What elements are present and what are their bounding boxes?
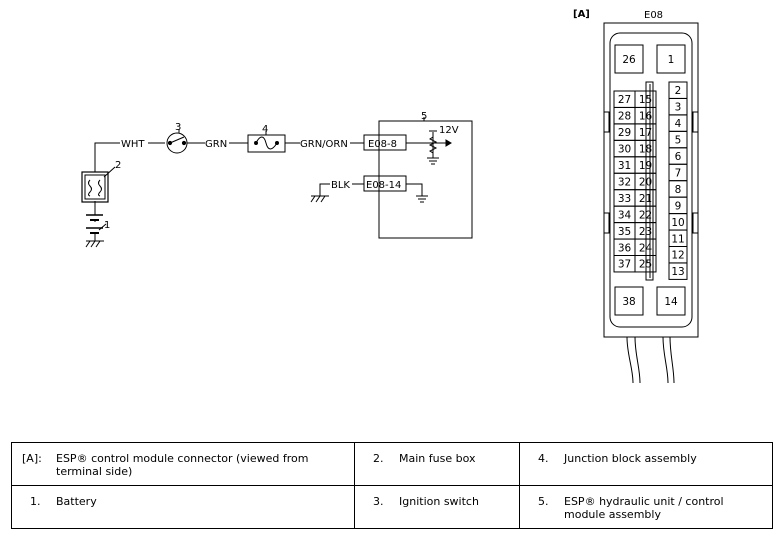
legend-text: Junction block assembly [564,452,697,465]
wire-label-wht: WHT [121,139,145,150]
pin-10-label: 10 [671,217,684,229]
pin-25-box [634,255,657,273]
legend-key: 1. [30,495,41,508]
voltage-label: 12V [439,125,459,136]
pin-27-label: 27 [618,94,631,106]
legend-key: 2. [373,452,384,465]
legend-cell: 5. ESP® hydraulic unit / control module a… [519,485,773,529]
pin-19-label: 19 [639,160,652,172]
junction-block-fuse-symbol [247,134,286,153]
wire-label-grn: GRN [205,139,227,150]
legend-text: ESP® control module connector (viewed fr… [56,452,309,478]
battery-symbol [85,201,104,248]
pin-26-label: 26 [622,54,636,66]
internal-ground [406,183,428,203]
pin-38-label: 38 [622,296,635,308]
pin-32-label: 32 [618,176,631,188]
pin-24-label: 24 [639,242,653,254]
connector-e08-housing [603,22,699,384]
legend-key: 4. [538,452,549,465]
legend-text: Main fuse box [399,452,476,465]
pin-35-label: 35 [618,226,631,238]
pin-31-label: 31 [618,160,631,172]
pin-16-label: 16 [639,111,653,123]
pin-17-label: 17 [639,127,652,139]
callout-3: 3 [175,122,181,133]
callout-4: 4 [262,124,268,135]
legend-cell: [A]: ESP® control module connector (viewe… [11,442,355,486]
terminal-label-e08-14: E08-14 [366,180,401,191]
legend-text: Ignition switch [399,495,479,508]
terminal-label-e08-8: E08-8 [368,139,397,150]
connector-pin-grid: 2728293031323334353637151617181920212223… [613,81,688,280]
callout-5: 5 [421,111,427,122]
callout-1: 1 [104,220,110,231]
pin-9-label: 9 [675,200,682,212]
callout-2: 2 [115,160,121,171]
pin-11-label: 11 [671,233,684,245]
pin-15-label: 15 [639,94,652,106]
pin-13-label: 13 [671,266,684,278]
wiring-diagram: 2728293031323334353637151617181920212223… [81,9,699,384]
wire-blk [310,183,364,203]
pin-7-label: 7 [675,167,682,179]
pin-1-box [656,44,686,74]
pin-38-box [614,286,644,316]
pin-2-label: 2 [675,85,682,97]
wire-label-grn-orn: GRN/ORN [300,139,348,150]
pin-4-label: 4 [675,118,682,130]
pin-18-label: 18 [639,144,652,156]
callout-2-leader [103,166,116,178]
legend-cell: 3. Ignition switch [354,485,520,529]
callout-1-leader [98,223,107,231]
pin-20-label: 20 [639,176,652,188]
pin-21-label: 21 [639,193,652,205]
pin-30-label: 30 [618,144,631,156]
legend-cell: 2. Main fuse box [354,442,520,486]
pin-28-label: 28 [618,111,631,123]
pin-36-label: 36 [618,242,632,254]
legend-text: Battery [56,495,97,508]
esp-module-box [378,120,473,239]
legend-cell: 4. Junction block assembly [519,442,773,486]
legend-key: 5. [538,495,549,508]
pin-14-label: 14 [664,296,678,308]
pin-6-label: 6 [675,151,682,163]
legend-key: [A]: [22,452,42,465]
pin-12-label: 12 [671,250,684,262]
connector-ref-label: [A] [573,9,590,20]
wire-label-blk: BLK [331,180,350,191]
pin-14-box [656,286,686,316]
pin-25-label: 25 [639,259,652,271]
legend-table: [A]: ESP® control module connector (viewe… [11,442,773,529]
legend-row: [A]: ESP® control module connector (viewe… [11,442,773,486]
pin-13-box [668,262,688,280]
pin-22-label: 22 [639,209,652,221]
connector-name: E08 [644,10,663,21]
pin-8-label: 8 [675,184,682,196]
wire-wht [94,142,120,172]
legend-key: 3. [373,495,384,508]
internal-12v-pullup [406,130,452,165]
pin-29-label: 29 [618,127,631,139]
pin-5-label: 5 [675,135,682,147]
pin-33-label: 33 [618,193,631,205]
legend-cell: 1. Battery [11,485,355,529]
pin-1-label: 1 [668,54,675,66]
pin-34-label: 34 [618,209,632,221]
legend-text: ESP® hydraulic unit / control module ass… [564,495,724,521]
pin-37-label: 37 [618,259,631,271]
pin-26-box [614,44,644,74]
legend-row: 1. Battery 3. Ignition switch 5. ESP® hydra… [11,485,773,529]
pin-23-label: 23 [639,226,652,238]
ignition-switch-symbol [166,132,188,154]
pin-3-label: 3 [675,102,682,114]
